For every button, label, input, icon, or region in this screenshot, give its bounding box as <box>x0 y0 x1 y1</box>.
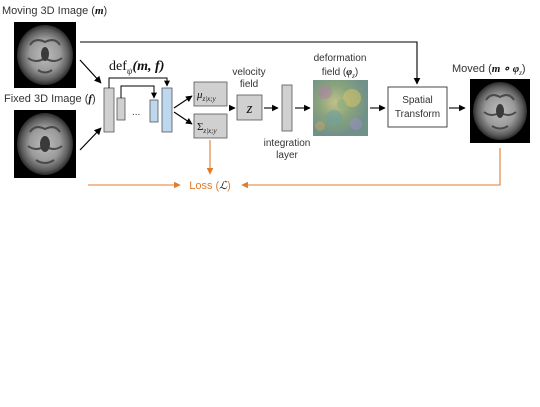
skip-connection-outer <box>108 77 170 88</box>
encoder-layer-2 <box>116 97 126 121</box>
moved-to-loss-arrow <box>241 148 501 189</box>
fixed-brain-image <box>14 110 76 178</box>
z-box: z <box>236 94 263 121</box>
decoder-layer-2 <box>161 87 173 133</box>
mu-box: μz|x;y <box>193 81 228 107</box>
svg-text:Σz|x;y: Σz|x;y <box>197 121 217 135</box>
deformation-label-2: field (φz) <box>322 67 358 80</box>
sigma-box: Σz|x;y <box>193 113 228 139</box>
fixed-image-label: Fixed 3D Image (f) <box>4 93 96 105</box>
svg-text:μz|x;y: μz|x;y <box>196 89 217 103</box>
fixed-to-network-arrow <box>79 127 102 151</box>
integration-label-2: layer <box>276 150 298 161</box>
svg-text:Spatial: Spatial <box>402 95 433 106</box>
spatial-transform-box: Spatial Transform <box>387 86 448 128</box>
encoder-layer-1 <box>103 87 115 133</box>
moved-image-label: Moved (m ∘ φz) <box>452 63 526 77</box>
moved-brain-image <box>470 79 530 143</box>
moving-brain-image <box>14 22 76 88</box>
network-layers <box>103 77 173 133</box>
moving-to-transform-arrow <box>80 41 421 85</box>
svg-text:z: z <box>246 101 253 117</box>
svg-text:Transform: Transform <box>395 109 440 120</box>
to-sigma-arrow <box>173 111 193 125</box>
network-ellipsis: ... <box>132 107 140 118</box>
network-label: defψ(m, f) <box>109 59 164 76</box>
velocity-label-1: velocity <box>232 67 265 78</box>
integration-layer <box>281 84 293 132</box>
velocity-label-2: field <box>240 79 258 90</box>
skip-connection-inner <box>120 85 157 99</box>
to-mu-arrow <box>173 95 193 109</box>
integration-label-1: integration <box>264 138 311 149</box>
moving-image-label: Moving 3D Image (m) <box>2 5 107 17</box>
decoder-layer-1 <box>149 99 159 123</box>
loss-label: Loss (ℒ) <box>189 180 231 192</box>
deformation-field-image <box>313 80 368 136</box>
moving-to-network-arrow <box>79 59 102 84</box>
deformation-label-1: deformation <box>314 53 367 64</box>
